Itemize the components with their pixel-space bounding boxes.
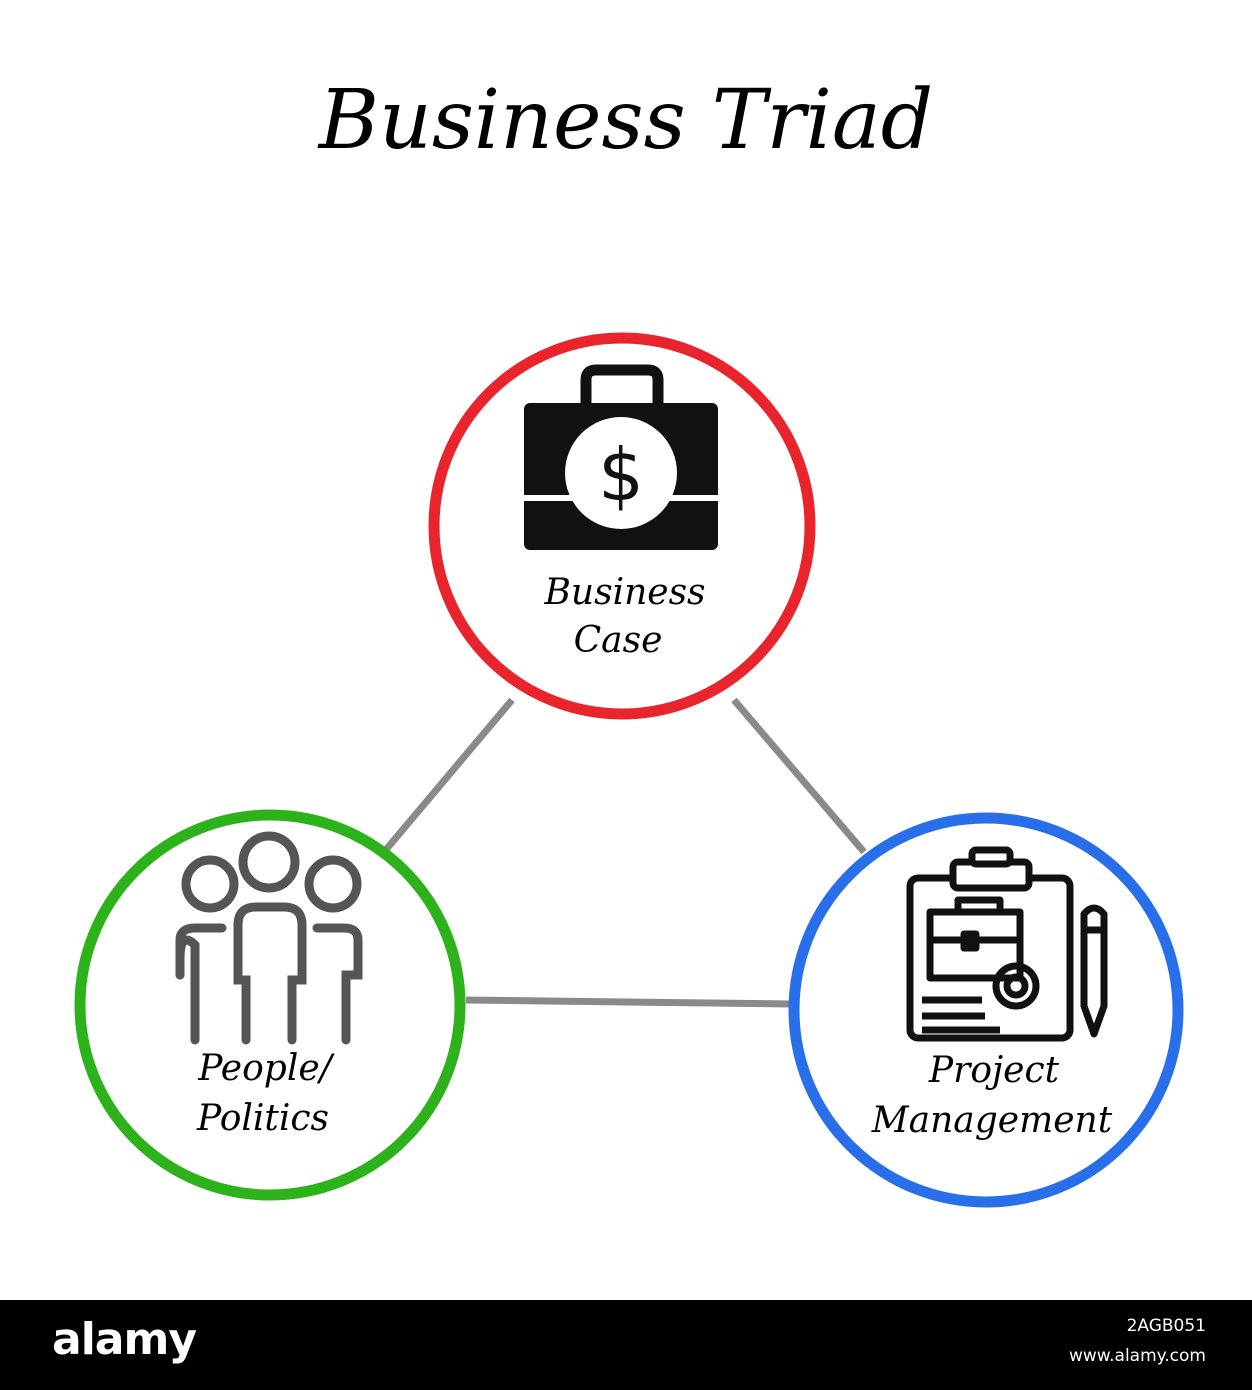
connector-business-project	[731, 697, 867, 855]
svg-text:$: $	[598, 433, 644, 517]
connector-people-project	[465, 996, 791, 1008]
connector-business-people	[381, 697, 515, 855]
business-triad-diagram: Business Triad $ Business Case Pe	[74, 73, 1184, 1208]
diagram-title: Business Triad	[317, 73, 933, 168]
image-id: 2AGB051	[1126, 1316, 1206, 1336]
alamy-logo: alamy	[52, 1314, 197, 1365]
node-label-line-2: Politics	[196, 1098, 329, 1139]
clipboard-briefcase-gear-icon	[906, 846, 1108, 1042]
watermark-footer: alamy 2AGB051 www.alamy.com	[0, 1300, 1252, 1390]
node-circle	[74, 809, 466, 1201]
node-people-politics: People/ Politics	[74, 809, 466, 1201]
people-group-icon	[175, 831, 363, 1045]
briefcase-dollar-icon: $	[524, 364, 718, 550]
footer-url: www.alamy.com	[1068, 1346, 1206, 1366]
connectors	[381, 697, 867, 1008]
node-label-line-2: Management	[871, 1100, 1113, 1141]
node-business-case: $ Business Case	[428, 332, 816, 720]
node-label-line-2: Case	[574, 620, 663, 661]
node-label-line-1: People/	[197, 1048, 335, 1089]
node-project-management: Project Management	[788, 812, 1184, 1208]
node-label-line-1: Project	[928, 1050, 1060, 1091]
node-label-line-1: Business	[543, 572, 705, 613]
